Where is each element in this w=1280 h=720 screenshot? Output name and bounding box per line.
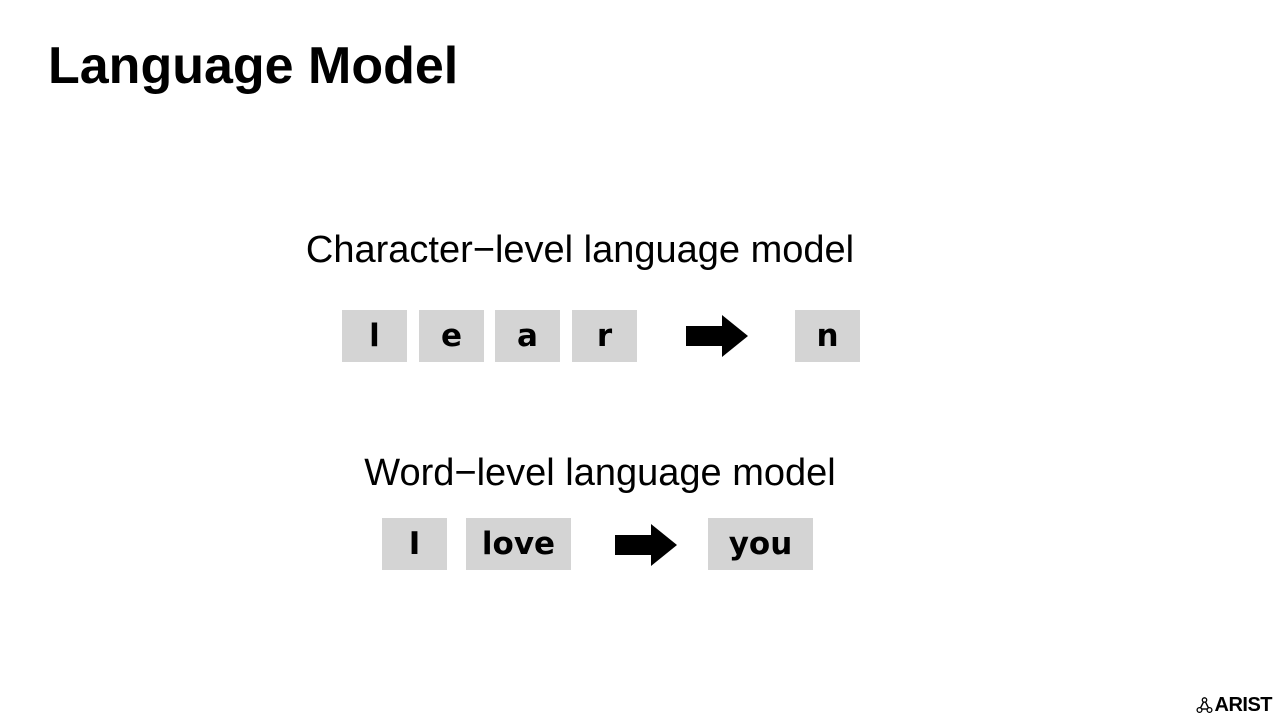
word-level-heading: Word−level language model [364, 452, 836, 494]
char-token-e: e [419, 310, 484, 362]
character-level-heading: Character−level language model [305, 229, 855, 271]
right-arrow-icon [615, 524, 677, 566]
arist-logo: ARIST [1195, 694, 1273, 716]
word-token-love: love [466, 518, 571, 570]
slide-title: Language Model [48, 37, 459, 95]
char-token-a: a [495, 310, 560, 362]
char-output-token: n [795, 310, 860, 362]
right-arrow-icon [686, 315, 748, 357]
word-output-token: you [708, 518, 813, 570]
logo-text: ARIST [1214, 694, 1273, 716]
word-token-i: I [382, 518, 447, 570]
char-token-r: r [572, 310, 637, 362]
molecule-icon [1195, 696, 1213, 713]
char-token-l: l [342, 310, 407, 362]
